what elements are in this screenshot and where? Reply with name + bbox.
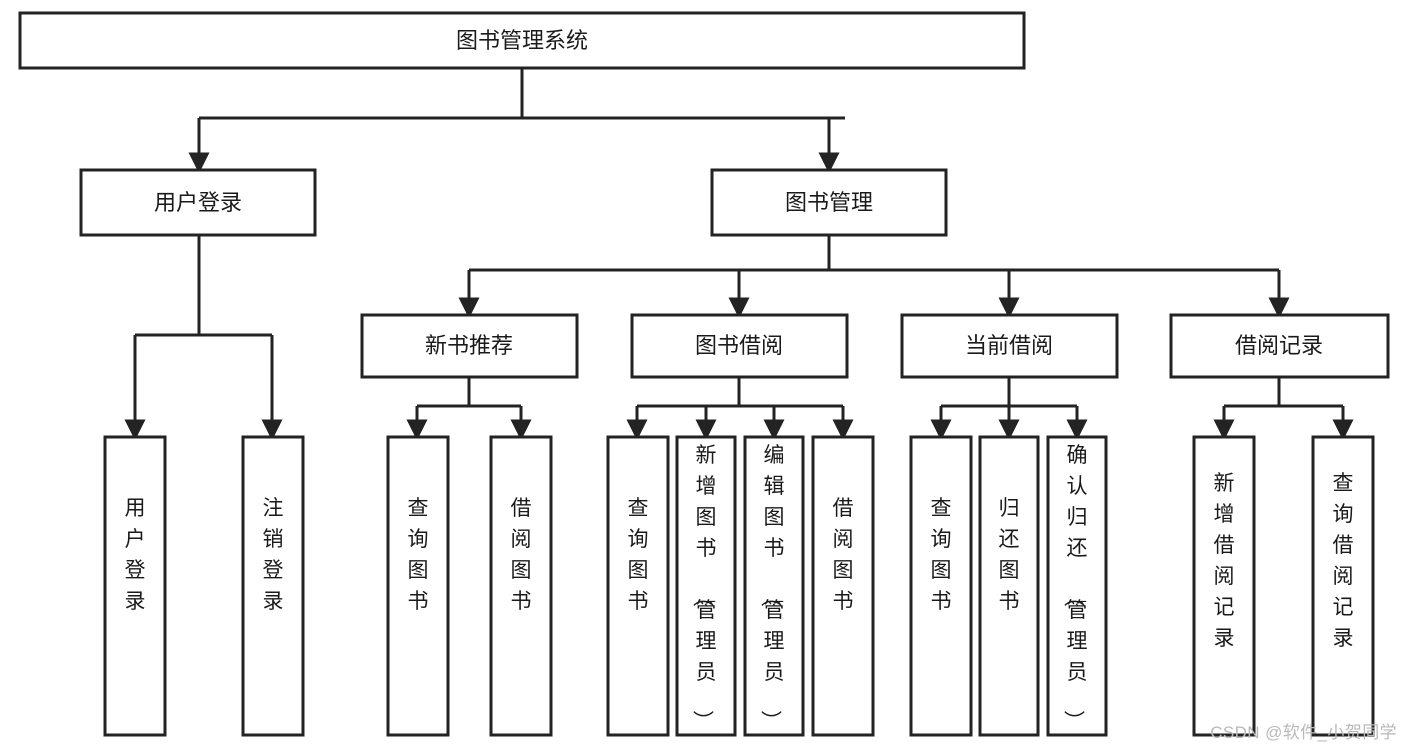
node-leaf3[interactable]: 查询图书 [386, 435, 450, 737]
node-bookmgr-box[interactable] [710, 168, 948, 237]
node-current-box[interactable] [900, 313, 1119, 379]
node-leaf13-label: 查询借阅记录 [1333, 472, 1354, 650]
node-leaf6[interactable]: 新增图书（管理员） [675, 435, 737, 737]
node-leaf5-label: 查询图书 [628, 497, 649, 613]
node-borrow-box[interactable] [630, 313, 849, 379]
node-records-box[interactable] [1169, 313, 1390, 379]
node-borrow-label: 图书借阅 [695, 333, 783, 358]
node-borrow[interactable]: 图书借阅 [630, 313, 849, 379]
node-leaf12[interactable]: 新增借阅记录 [1192, 435, 1256, 737]
node-leaf13-box[interactable] [1311, 435, 1375, 737]
node-leaf10[interactable]: 归还图书 [978, 435, 1040, 737]
node-leaf2-label: 注销登录 [263, 497, 284, 613]
csdn-watermark: CSDN @软件_小贺同学 [1210, 723, 1397, 742]
node-records-label: 借阅记录 [1235, 333, 1323, 358]
node-leaf12-box[interactable] [1192, 435, 1256, 737]
node-leaf11-box[interactable] [1046, 435, 1108, 737]
node-leaf13[interactable]: 查询借阅记录 [1311, 435, 1375, 737]
node-newbook[interactable]: 新书推荐 [360, 313, 579, 379]
node-leaf12-label: 新增借阅记录 [1214, 472, 1235, 650]
node-leaf7-box[interactable] [743, 435, 805, 737]
node-root-box[interactable] [18, 11, 1026, 70]
node-leaf8-label: 借阅图书 [833, 497, 854, 613]
node-leaf8-box[interactable] [811, 435, 875, 737]
node-leaf3-label: 查询图书 [408, 497, 429, 613]
node-leaf1-label: 用户登录 [125, 497, 146, 613]
node-leaf6-box[interactable] [675, 435, 737, 737]
node-leaf2[interactable]: 注销登录 [241, 435, 305, 737]
node-leaf11[interactable]: 确认归还（管理员） [1046, 435, 1108, 737]
node-bookmgr-label: 图书管理 [785, 190, 873, 215]
node-leaf3-box[interactable] [386, 435, 450, 737]
node-current-label: 当前借阅 [965, 333, 1053, 358]
node-leaf4[interactable]: 借阅图书 [489, 435, 553, 737]
node-newbook-box[interactable] [360, 313, 579, 379]
node-leaf5-box[interactable] [606, 435, 670, 737]
node-root[interactable]: 图书管理系统 [18, 11, 1026, 70]
node-leaf9[interactable]: 查询图书 [909, 435, 973, 737]
node-leaf7-label: 编辑图书（管理员） [759, 444, 785, 731]
node-leaf9-label: 查询图书 [931, 497, 952, 613]
node-leaf5[interactable]: 查询图书 [606, 435, 670, 737]
node-current[interactable]: 当前借阅 [900, 313, 1119, 379]
node-login-box[interactable] [79, 168, 317, 237]
node-leaf4-label: 借阅图书 [511, 497, 532, 613]
node-leaf2-box[interactable] [241, 435, 305, 737]
node-leaf8[interactable]: 借阅图书 [811, 435, 875, 737]
node-bookmgr[interactable]: 图书管理 [710, 168, 948, 237]
node-leaf1[interactable]: 用户登录 [103, 435, 167, 737]
node-leaf4-box[interactable] [489, 435, 553, 737]
node-leaf1-box[interactable] [103, 435, 167, 737]
node-newbook-label: 新书推荐 [425, 333, 513, 358]
node-leaf6-label: 新增图书（管理员） [691, 444, 717, 731]
node-leaf9-box[interactable] [909, 435, 973, 737]
node-leaf7[interactable]: 编辑图书（管理员） [743, 435, 805, 737]
node-leaf10-label: 归还图书 [999, 497, 1020, 613]
node-leaf11-label: 确认归还（管理员） [1062, 444, 1088, 731]
node-login[interactable]: 用户登录 [79, 168, 317, 237]
connector-layer [124, 68, 1354, 441]
node-records[interactable]: 借阅记录 [1169, 313, 1390, 379]
node-login-label: 用户登录 [154, 190, 242, 215]
node-root-label: 图书管理系统 [456, 28, 588, 53]
node-leaf10-box[interactable] [978, 435, 1040, 737]
